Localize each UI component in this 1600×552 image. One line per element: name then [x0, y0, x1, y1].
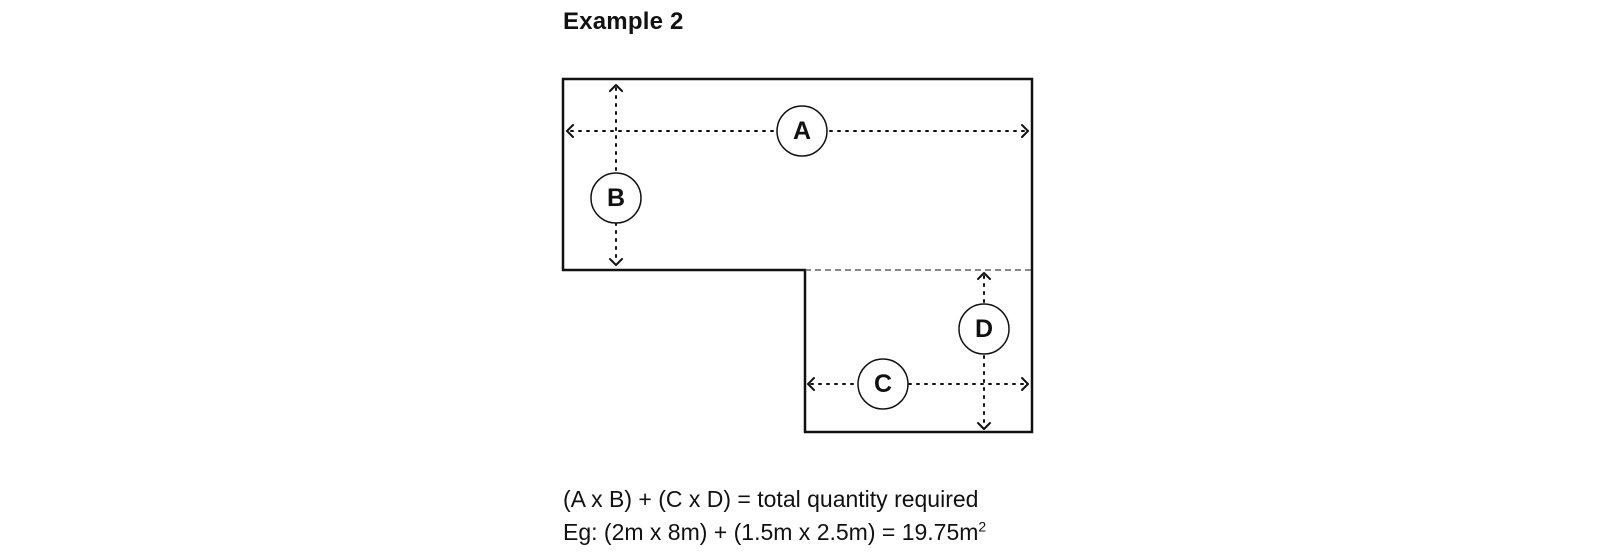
arrow-c-right [1021, 377, 1029, 391]
example-superscript: 2 [978, 518, 987, 535]
arrow-d-bottom [977, 422, 991, 430]
label-d-circle [958, 303, 1010, 355]
example-text: Eg: (2m x 8m) + (1.5m x 2.5m) = 19.75m [563, 519, 979, 545]
formula-line: (A x B) + (C x D) = total quantity requi… [563, 486, 979, 512]
label-c-circle [857, 358, 909, 410]
arrow-d-top [977, 272, 991, 280]
arrow-c-left [807, 377, 815, 391]
label-b: B [607, 184, 625, 212]
arrow-a-right [1021, 124, 1029, 138]
label-a-circle [776, 105, 828, 157]
label-c: C [874, 370, 892, 398]
label-d: D [975, 315, 993, 343]
arrow-a-left [566, 124, 574, 138]
arrow-b-top [609, 84, 623, 92]
room-outline [561, 77, 1034, 434]
example-line: Eg: (2m x 8m) + (1.5m x 2.5m) = 19.75m2 [563, 519, 986, 546]
label-b-circle [590, 172, 642, 224]
diagram-title: Example 2 [563, 8, 684, 35]
label-a: A [793, 117, 811, 145]
arrow-b-bottom [609, 258, 623, 266]
